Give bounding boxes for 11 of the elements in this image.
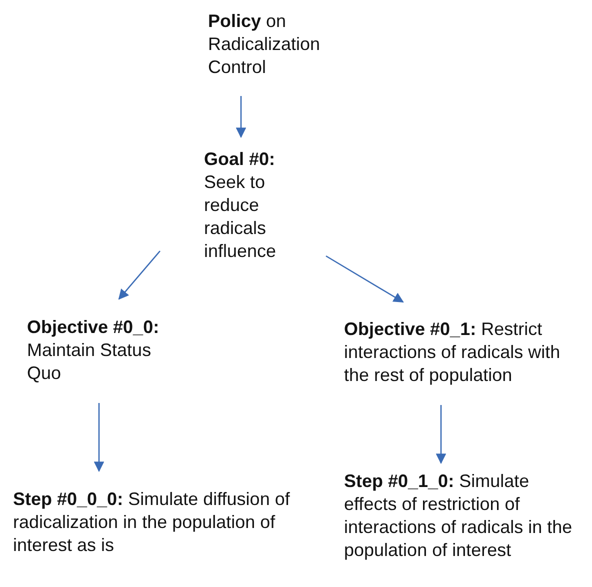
arrow xyxy=(236,96,246,138)
node-text: Step #0_1_0: Simulate effects of restriction of interactions of radicals in the population of interest xyxy=(344,470,574,562)
node-text: Objective #0_0: Maintain Status Quo xyxy=(27,316,160,385)
arrow xyxy=(326,255,404,303)
node-text: Policy on Radicalization Control xyxy=(208,10,322,79)
node-text: Goal #0: Seek to reduce radicals influence xyxy=(204,148,278,263)
arrow xyxy=(436,405,446,464)
arrow xyxy=(118,250,160,300)
arrow xyxy=(94,403,104,472)
node-text: Objective #0_1: Restrict interactions of radicals with the rest of population xyxy=(344,318,562,387)
node-text: Step #0_0_0: Simulate diffusion of radicalization in the population of interest as is xyxy=(13,488,291,557)
